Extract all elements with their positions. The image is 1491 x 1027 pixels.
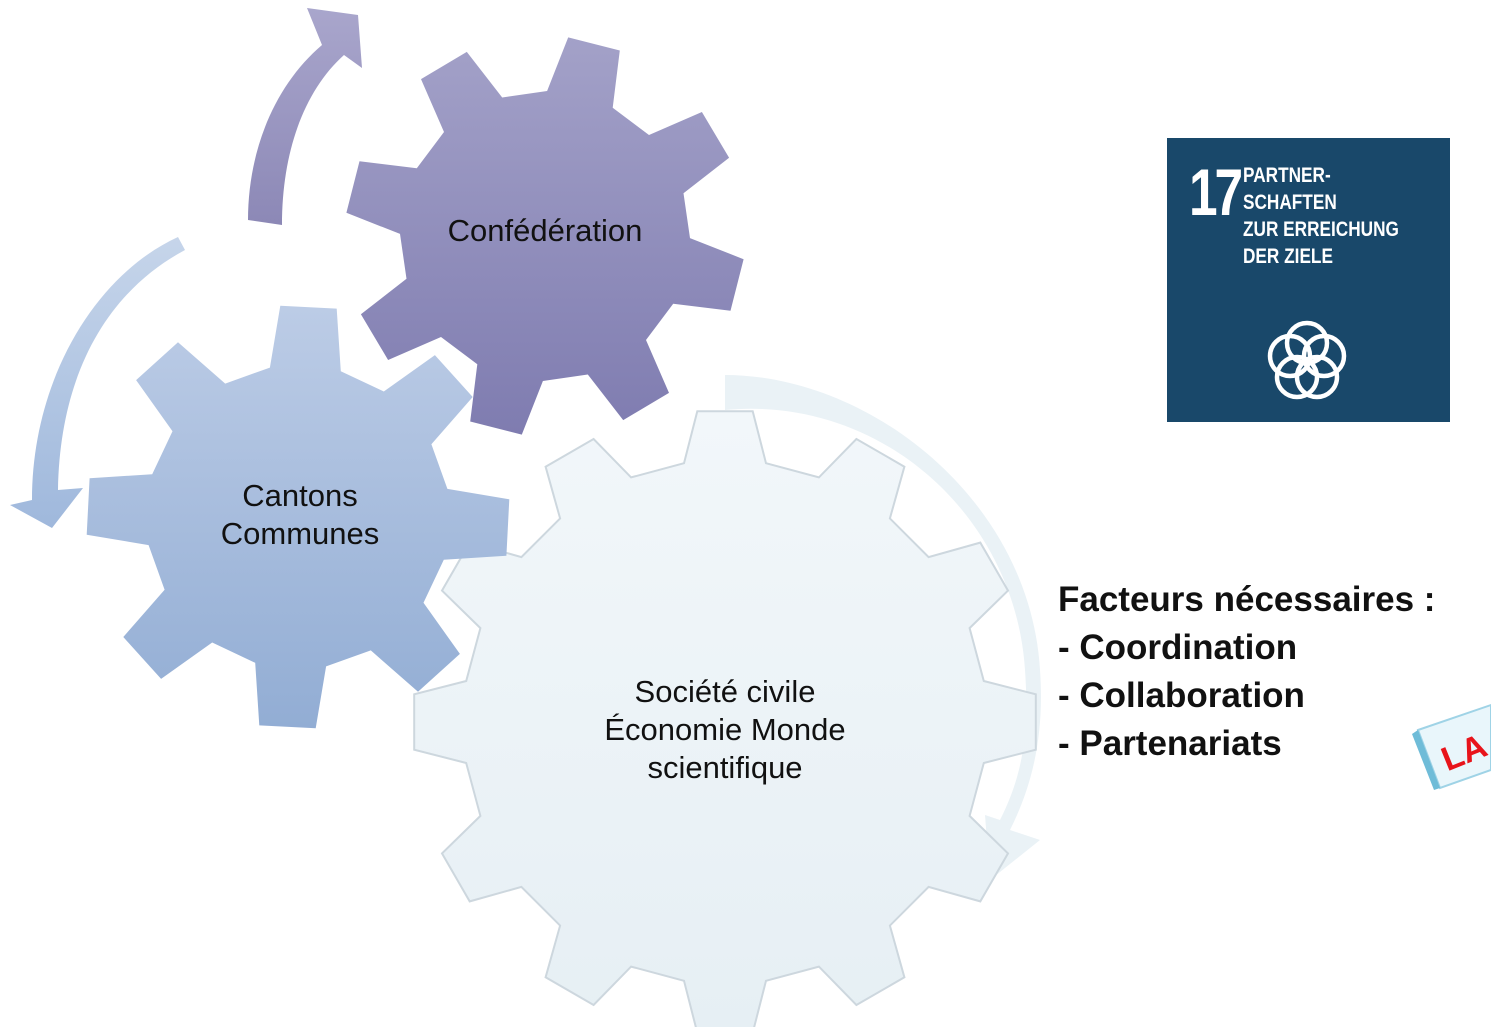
gear-label-cantons-communes: Cantons Communes <box>150 477 450 553</box>
arrow-right <box>725 375 1041 880</box>
sdg-number: 17 <box>1189 155 1243 229</box>
sdg-title-line: SCHAFTEN <box>1243 191 1337 214</box>
five-rings-flower-icon <box>1267 320 1347 400</box>
gear-cantons-communes-shape <box>86 305 510 729</box>
sdg-title-line: ZUR ERREICHUNG <box>1243 218 1399 241</box>
factors-heading: Facteurs nécessaires : <box>1058 580 1436 619</box>
factor-item: - Collaboration <box>1058 676 1305 715</box>
gear-societe-civile-shape <box>413 410 1037 1027</box>
gear-confederation <box>346 37 744 435</box>
gear-label-confederation: Confédération <box>395 212 695 250</box>
sdg-title-line: DER ZIELE <box>1243 245 1333 268</box>
gear-confederation-shape <box>346 37 744 435</box>
factors-block: Facteurs nécessaires : - Coordination - … <box>1058 576 1435 768</box>
gear-societe-civile <box>413 410 1037 1027</box>
gear-label-line: scientifique <box>647 750 803 785</box>
gear-cantons-communes <box>86 305 510 729</box>
factor-item: - Coordination <box>1058 628 1298 667</box>
sdg-title-line: PARTNER- <box>1243 164 1331 187</box>
sdg-title: PARTNER- SCHAFTEN ZUR ERREICHUNG DER ZIE… <box>1243 162 1399 270</box>
factor-item: - Partenariats <box>1058 724 1282 763</box>
gear-label-line: Économie Monde <box>604 712 846 747</box>
gear-label-societe-civile: Société civile Économie Monde scientifiq… <box>525 673 925 787</box>
gear-label-line: Société civile <box>634 674 816 709</box>
gear-label-line: Cantons <box>242 478 358 513</box>
gear-label-line: Confédération <box>447 213 643 248</box>
sdg-17-tile: 17 PARTNER- SCHAFTEN ZUR ERREICHUNG DER … <box>1167 138 1450 422</box>
gear-label-line: Communes <box>220 516 380 551</box>
arrow-top <box>248 8 362 225</box>
stamp-badge: LA <box>1412 703 1491 790</box>
arrow-left <box>10 237 185 528</box>
